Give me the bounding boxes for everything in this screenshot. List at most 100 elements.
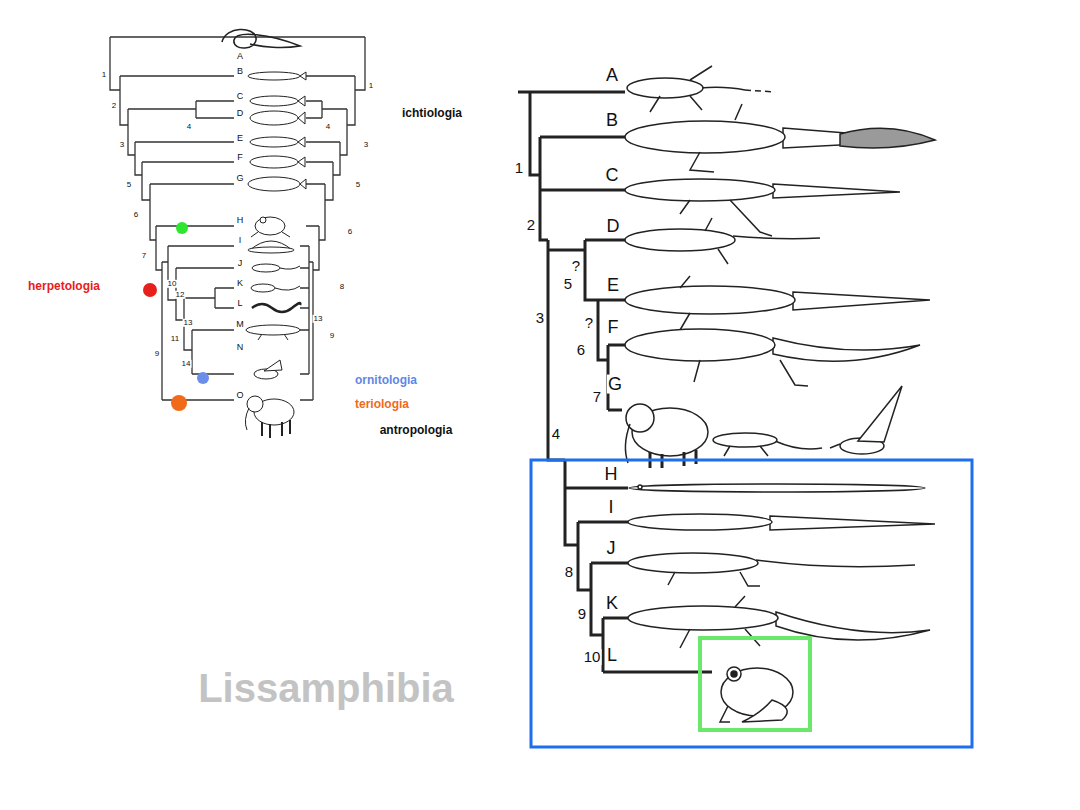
taxon-letter: A — [605, 66, 619, 85]
frog-figure — [255, 217, 285, 235]
taxon-letter: L — [606, 646, 618, 665]
tetrapod-tail — [793, 292, 930, 310]
node-number: 3 — [119, 141, 125, 149]
taxon-letter: C — [236, 92, 245, 101]
discipline-label: ornitologia — [355, 374, 417, 387]
taxon-letter: M — [235, 320, 245, 329]
tetrapod-tail — [756, 560, 915, 567]
taxon-letter: O — [235, 391, 244, 400]
tetrapod-legs — [680, 276, 690, 330]
elephant-legs — [262, 420, 290, 438]
node-number: 5 — [563, 276, 573, 292]
node-number: 8 — [564, 564, 574, 580]
fish-tail — [300, 72, 306, 80]
taxon-letter: H — [236, 216, 245, 225]
taxon-letter: A — [236, 52, 244, 61]
bird-beak — [830, 444, 840, 448]
tree-branches — [110, 37, 365, 400]
frog-eye — [727, 667, 741, 681]
discipline-label: ichtiologia — [402, 107, 462, 120]
tail-fin — [840, 128, 935, 148]
highlight-frame — [700, 638, 810, 730]
frog-legs — [742, 700, 787, 722]
elephant-trunk — [625, 424, 630, 463]
red-marker — [143, 283, 157, 297]
fish-tail — [298, 112, 305, 124]
taxon-letter: I — [238, 236, 243, 245]
eel-eye — [638, 485, 642, 489]
taxon-letter: C — [605, 166, 620, 185]
taxon-letter: K — [605, 594, 619, 613]
crocodile-legs — [258, 334, 288, 340]
tetrapod-figure — [625, 286, 795, 314]
tetrapod-legs — [694, 360, 808, 386]
bird-wing — [858, 386, 902, 442]
node-number: 3 — [363, 141, 369, 149]
node-number: 7 — [592, 389, 602, 405]
node-number: 9 — [577, 606, 587, 622]
lizard-tail — [275, 286, 300, 290]
node-number: 1 — [101, 71, 107, 79]
green-marker — [176, 222, 188, 234]
node-number: 4 — [551, 426, 561, 442]
tetrapod-tail — [773, 338, 920, 361]
fish-tail — [300, 179, 306, 189]
node-number: 6 — [347, 228, 353, 236]
fish-tail — [298, 157, 305, 167]
orange-marker — [171, 395, 187, 411]
tetrapod-legs — [680, 596, 760, 648]
node-number: 5 — [126, 181, 132, 189]
fish-figure — [250, 96, 298, 106]
fish-figure — [250, 137, 298, 147]
taxon-letter: E — [236, 134, 244, 143]
frog-eye — [260, 217, 266, 223]
taxon-letter: J — [606, 539, 617, 558]
taxon-letter: F — [236, 153, 244, 162]
uncertainty-mark: ? — [571, 258, 581, 274]
tetrapod-tail — [733, 236, 820, 239]
taxon-letter: L — [236, 299, 243, 308]
tetrapod-figure — [627, 78, 703, 98]
frog-legs — [720, 706, 730, 722]
tetrapod-figure — [628, 553, 758, 573]
node-number: 2 — [526, 217, 536, 233]
lizard-tail — [775, 441, 822, 449]
tetrapod-tail — [773, 184, 900, 198]
taxon-letter: I — [607, 498, 614, 517]
tetrapod-legs — [705, 218, 728, 264]
taxon-letter: G — [235, 174, 244, 183]
node-number: 3 — [535, 310, 545, 326]
node-number: 4 — [186, 123, 192, 131]
taxon-letter: E — [606, 276, 620, 295]
node-number: 1 — [368, 82, 374, 90]
node-number: 1 — [514, 160, 524, 176]
lizard-figure — [713, 433, 777, 447]
frog-pupil — [731, 671, 737, 677]
uncertainty-mark: ? — [584, 315, 594, 331]
tetrapod-tail — [783, 128, 935, 148]
node-number: 6 — [133, 211, 139, 219]
lizard-legs — [724, 446, 768, 456]
elephant-trunk — [245, 408, 249, 430]
blue-marker — [197, 372, 209, 384]
taxon-letter: D — [236, 109, 245, 118]
taxon-letter: F — [607, 318, 620, 337]
tetrapod-figure — [628, 514, 772, 530]
taxon-letter: G — [607, 375, 623, 394]
fish-tail — [298, 137, 305, 147]
tetrapod-legs — [650, 66, 712, 112]
turtle-shell-rim — [248, 247, 294, 253]
node-number: 12 — [175, 291, 186, 299]
lizard-figure — [252, 264, 280, 272]
node-number: 13 — [313, 315, 324, 323]
crocodile-figure — [246, 325, 300, 335]
fish-figure — [250, 156, 298, 168]
discipline-label: antropologia — [380, 424, 453, 437]
taxon-letter: B — [236, 67, 244, 76]
snake-figure — [252, 303, 300, 312]
tetrapod-figure — [625, 229, 735, 251]
node-number: 5 — [355, 181, 361, 189]
tetrapod-figure — [625, 121, 785, 153]
